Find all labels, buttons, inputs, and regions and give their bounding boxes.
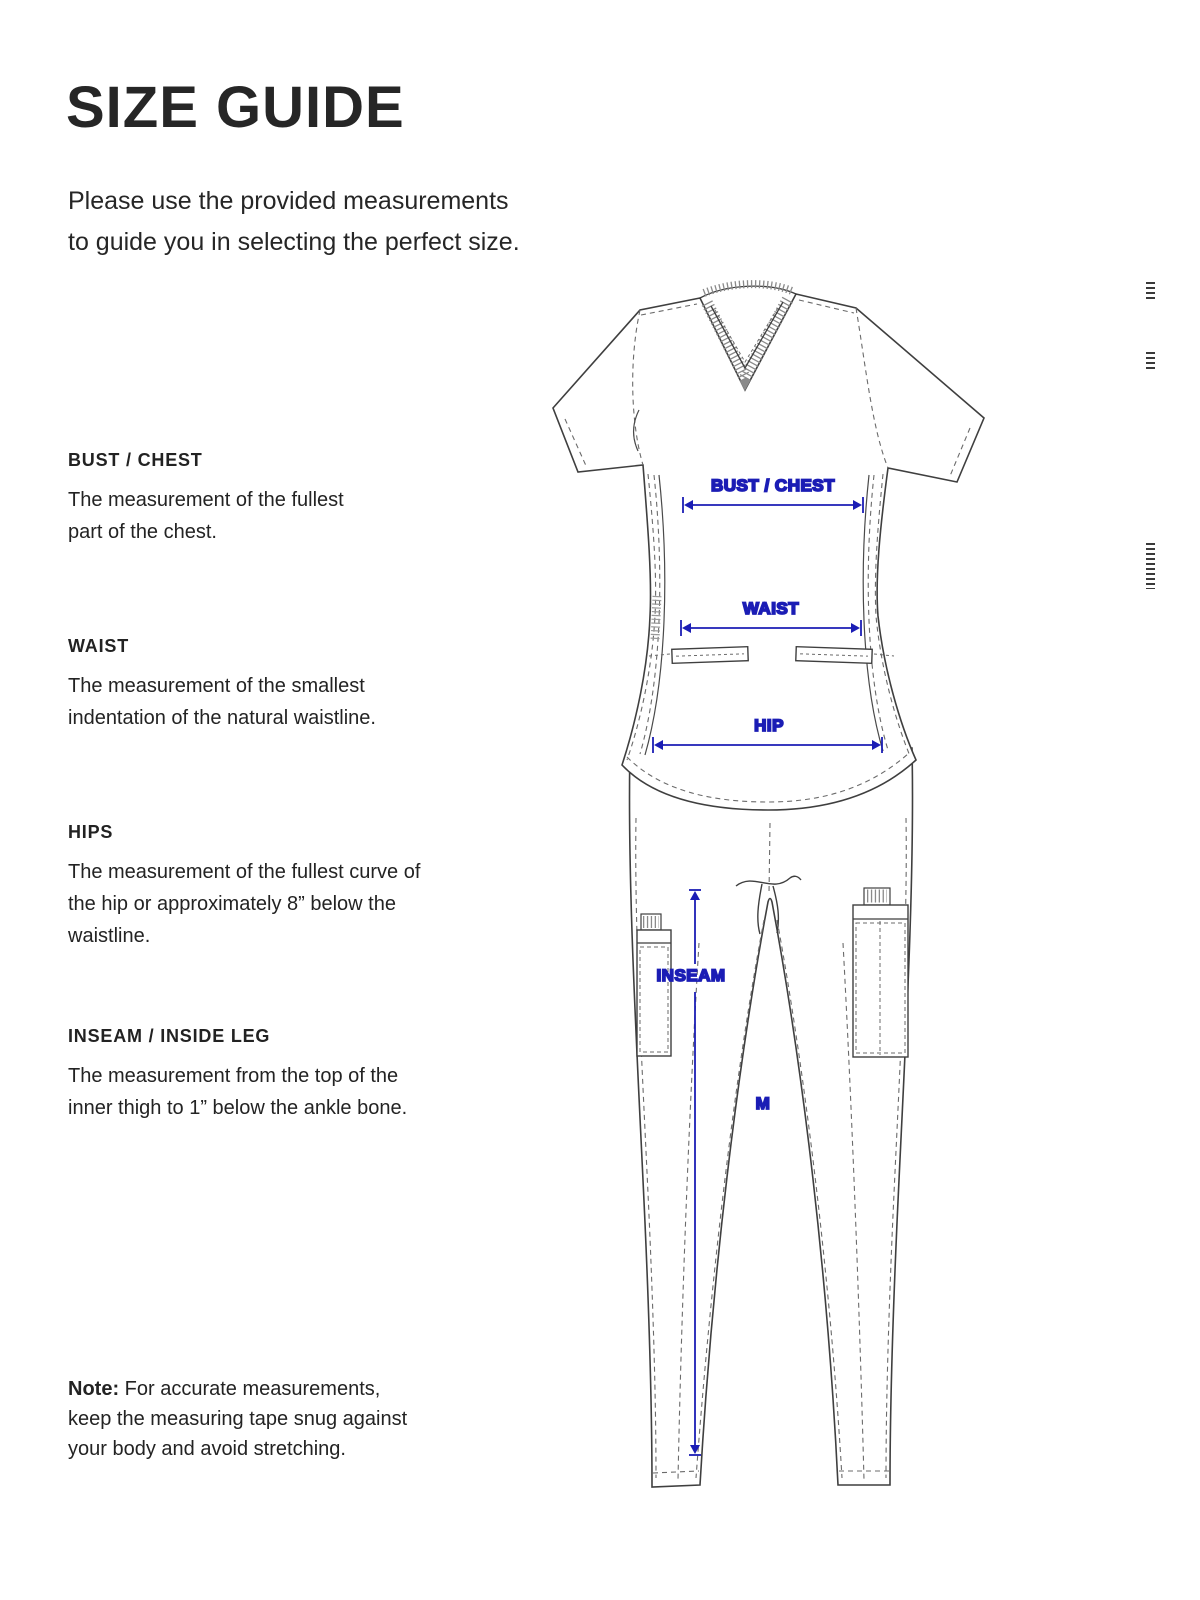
waist-measure: WAIST xyxy=(680,598,862,636)
intro-text: Please use the provided measurements to … xyxy=(68,187,520,256)
note-label: Note: xyxy=(68,1378,120,1400)
section-inseam-body: The measurement from the top of the inne… xyxy=(68,1065,408,1119)
hip-measure: HIP xyxy=(652,715,883,753)
welt-pocket-left xyxy=(671,645,749,665)
section-inseam: INSEAM / INSIDE LEG The measurement from… xyxy=(68,1026,438,1124)
scrub-pants-outline xyxy=(628,747,914,1488)
scrub-top-outline xyxy=(552,280,985,811)
size-guide-diagram: BUST / CHEST WAIST HIP xyxy=(552,280,985,1488)
section-hips-body: The measurement of the fullest curve of … xyxy=(68,861,421,947)
inseam-measure: INSEAM xyxy=(656,889,726,1456)
waist-measure-label: WAIST xyxy=(743,599,799,618)
section-hips: HIPS The measurement of the fullest curv… xyxy=(68,822,453,952)
vneck-ribbing xyxy=(699,280,797,391)
bust-measure-label: BUST / CHEST xyxy=(711,476,835,495)
note-body: For accurate measurements, keep the meas… xyxy=(68,1378,408,1460)
page-title: SIZE GUIDE xyxy=(66,75,405,140)
section-hips-heading: HIPS xyxy=(68,822,114,842)
measurement-note: Note: For accurate measurements, keep th… xyxy=(68,1374,423,1464)
section-inseam-heading: INSEAM / INSIDE LEG xyxy=(68,1026,271,1046)
cargo-pocket-right xyxy=(852,887,909,1058)
hip-measure-label: HIP xyxy=(754,716,784,735)
section-waist-heading: WAIST xyxy=(68,636,129,656)
drawstring xyxy=(735,875,802,935)
measurement-annotations: BUST / CHEST WAIST HIP xyxy=(652,475,883,1456)
cropped-edge-artifact xyxy=(1146,352,1155,371)
bust-measure: BUST / CHEST xyxy=(682,475,864,513)
section-waist-body: The measurement of the smallest indentat… xyxy=(68,675,376,729)
section-bust-chest: BUST / CHEST The measurement of the full… xyxy=(68,450,368,548)
inseam-measure-label: INSEAM xyxy=(656,966,725,985)
section-bust-body: The measurement of the fullest part of t… xyxy=(68,489,344,543)
section-bust-heading: BUST / CHEST xyxy=(68,450,203,470)
section-waist: WAIST The measurement of the smallest in… xyxy=(68,636,383,734)
cropped-edge-artifact xyxy=(1146,282,1155,302)
cargo-pocket-left xyxy=(636,913,672,1057)
cropped-edge-artifact xyxy=(1146,543,1155,589)
welt-pocket-right xyxy=(795,645,873,665)
size-marker-label: M xyxy=(756,1094,771,1113)
